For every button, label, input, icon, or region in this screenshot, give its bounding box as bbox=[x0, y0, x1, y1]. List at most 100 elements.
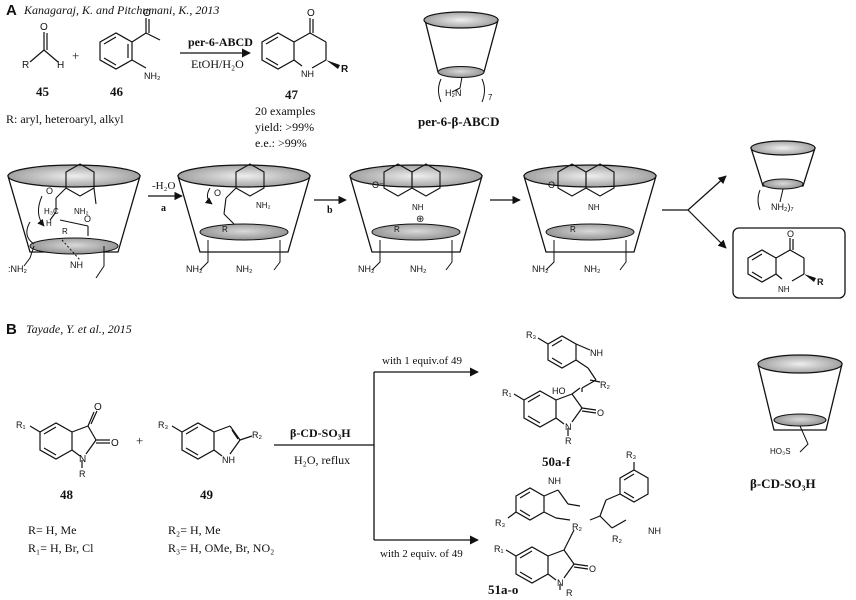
atom-r2: R₂ bbox=[600, 380, 610, 390]
panel-label-b: B bbox=[6, 321, 17, 338]
indole-49-structure bbox=[171, 422, 253, 460]
route-2-label: with 2 equiv. of 49 bbox=[380, 548, 463, 560]
atom-nh: NH bbox=[548, 476, 561, 486]
compound-46-label: 46 bbox=[110, 84, 124, 99]
atom-o: O bbox=[589, 564, 596, 574]
atom-r: R bbox=[817, 277, 824, 287]
so3h-group: HO₃S bbox=[770, 447, 791, 456]
mechanism-cd-4 bbox=[523, 163, 657, 271]
atom-o: O bbox=[307, 8, 315, 19]
ee-value: e.e.: >99% bbox=[255, 136, 307, 150]
step-a-letter: a bbox=[161, 203, 166, 214]
atom-amine-left: :NH₂ bbox=[8, 264, 27, 274]
atom-nh2: NH₂ bbox=[74, 207, 89, 216]
compound-48-label: 48 bbox=[60, 487, 74, 502]
product-50-structure bbox=[513, 335, 601, 436]
atom-nh: NH bbox=[778, 285, 790, 294]
atom-h: H bbox=[57, 60, 64, 71]
compound-47-label: 47 bbox=[285, 87, 299, 102]
citation-a: Kanagaraj, K. and Pitchumani, K., 2013 bbox=[23, 3, 219, 17]
atom-nh: NH bbox=[222, 455, 235, 465]
atom-o: O bbox=[548, 180, 555, 190]
release-catalyst-arrow bbox=[687, 175, 727, 211]
examples-count: 20 examples bbox=[255, 104, 316, 118]
atom-h: H bbox=[46, 219, 52, 228]
boxed-product-structure bbox=[747, 238, 805, 283]
release-product-arrow bbox=[687, 209, 727, 249]
atom-n: N bbox=[79, 454, 86, 465]
aldehyde-45-structure bbox=[29, 32, 59, 63]
atom-o: O bbox=[111, 438, 119, 449]
stereo-wedge bbox=[804, 274, 816, 282]
atom-r3: R₃ bbox=[626, 450, 636, 460]
r1-definition: R₁= H, Br, Cl bbox=[28, 541, 94, 555]
plus-sign: + bbox=[136, 433, 143, 448]
catalyst-name-b: β-CD-SO₃H bbox=[750, 476, 816, 491]
atom-amine: NH₂ bbox=[186, 264, 203, 274]
citation-b: Tayade, Y. et al., 2015 bbox=[26, 322, 132, 336]
atom-nh: NH bbox=[70, 260, 83, 270]
quinolinone-47-structure bbox=[261, 18, 327, 70]
atom-amine: NH₂ bbox=[358, 264, 375, 274]
r2-definition: R₂= H, Me bbox=[168, 523, 221, 537]
atom-r: R bbox=[341, 64, 349, 75]
atom-r: R bbox=[22, 60, 29, 71]
atom-r: R bbox=[394, 225, 400, 234]
atom-nh: NH bbox=[301, 69, 314, 79]
atom-nh2: NH₂ bbox=[256, 201, 271, 210]
product-50-label: 50a-f bbox=[542, 454, 571, 469]
atom-r2: R₂ bbox=[612, 534, 622, 544]
released-cyclodextrin bbox=[750, 140, 816, 211]
atom-r1: R₁ bbox=[502, 388, 512, 398]
step-a-water-loss: -H₂O bbox=[152, 180, 175, 192]
solvent-condition-b: H₂O, reflux bbox=[294, 453, 350, 467]
mechanism-cd-2 bbox=[177, 163, 311, 271]
r-definition-48: R= H, Me bbox=[28, 523, 76, 537]
cd-amine-subunit: H₂N bbox=[445, 88, 462, 98]
atom-r3: R₃ bbox=[526, 330, 536, 340]
isatin-48-structure bbox=[29, 410, 110, 468]
atom-n: N bbox=[565, 422, 572, 432]
product-51-structure bbox=[505, 462, 649, 590]
released-cd-amine: NH₂)₇ bbox=[771, 202, 794, 212]
catalyst-condition-b: β-CD-SO₃H bbox=[290, 426, 351, 440]
atom-r3: R₃ bbox=[495, 518, 505, 528]
atom-nh2: NH₂ bbox=[144, 71, 161, 81]
atom-ho: HO bbox=[552, 386, 566, 396]
atom-r: R bbox=[62, 227, 68, 236]
catalyst-condition-a: per-6-ABCD bbox=[188, 35, 253, 49]
atom-o: O bbox=[40, 22, 48, 33]
r-substituent-definition: R: aryl, heteroaryl, alkyl bbox=[6, 112, 124, 126]
atom-o: O bbox=[787, 229, 794, 239]
atom-amine: NH₂ bbox=[410, 264, 427, 274]
atom-nh: NH bbox=[588, 203, 600, 212]
atom-r3: R₃ bbox=[158, 420, 168, 430]
compound-49-label: 49 bbox=[200, 487, 214, 502]
panel-b: B Tayade, Y. et al., 2015 O O N R R₁ 48 … bbox=[6, 321, 843, 598]
atom-r: R bbox=[565, 436, 572, 446]
atom-r: R bbox=[222, 225, 228, 234]
atom-n: N bbox=[557, 578, 564, 588]
step-b-letter: b bbox=[327, 205, 333, 216]
route-1-label: with 1 equiv.of 49 bbox=[382, 355, 462, 367]
atom-r2: R₂ bbox=[252, 430, 262, 440]
r3-definition: R₃= H, OMe, Br, NO₂ bbox=[168, 541, 274, 555]
atom-r1: R₁ bbox=[16, 420, 26, 430]
atom-r: R bbox=[570, 225, 576, 234]
atom-nh: NH bbox=[412, 203, 424, 212]
atom-o: O bbox=[94, 402, 102, 413]
compound-45-label: 45 bbox=[36, 84, 50, 99]
per6-abcd-cyclodextrin bbox=[423, 11, 499, 103]
panel-a: A Kanagaraj, K. and Pitchumani, K., 2013… bbox=[6, 2, 846, 299]
panel-label-a: A bbox=[6, 2, 17, 19]
product-51-label: 51a-o bbox=[488, 582, 518, 597]
atom-o: O bbox=[84, 214, 91, 224]
atom-h3c: H₃C bbox=[44, 207, 59, 216]
catalyst-name-a: per-6-β-ABCD bbox=[418, 114, 499, 129]
atom-r: R bbox=[566, 588, 573, 598]
atom-r1: R₁ bbox=[494, 544, 504, 554]
solvent-condition-a: EtOH/H₂O bbox=[191, 57, 244, 71]
atom-r2: R₂ bbox=[572, 522, 582, 532]
cd-repeat-count: 7 bbox=[488, 93, 493, 102]
